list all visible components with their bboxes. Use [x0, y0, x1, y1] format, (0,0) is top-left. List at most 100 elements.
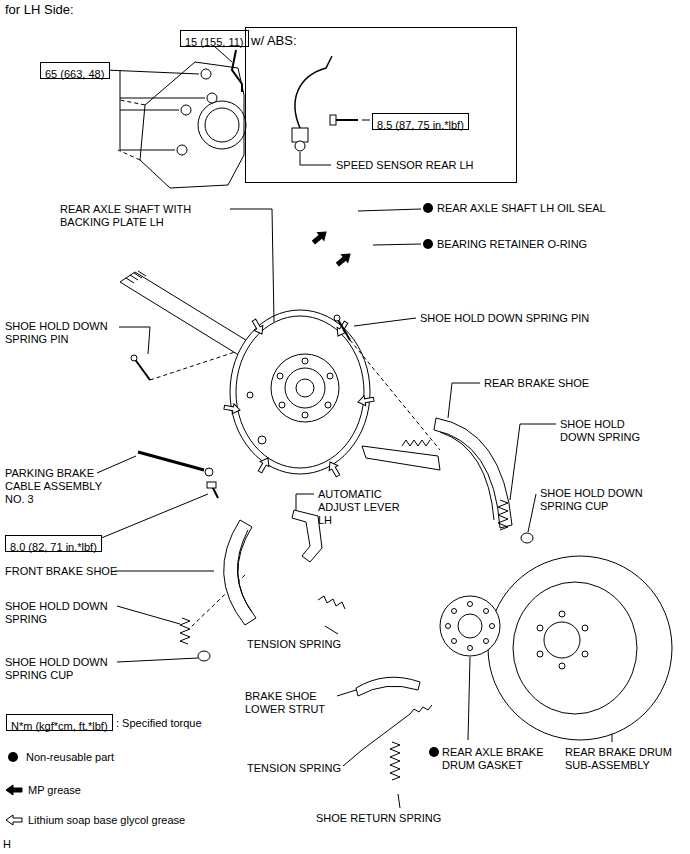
axle-housing [118, 50, 246, 188]
grease-arrow [311, 228, 330, 246]
drum-gasket [490, 624, 495, 629]
speed-sensor [330, 115, 336, 125]
brake-drum [513, 582, 637, 714]
backing-plate [327, 373, 333, 379]
leader-line [528, 494, 536, 532]
axle-housing [201, 69, 211, 79]
front-brake-shoe [224, 520, 256, 625]
axle-housing [198, 101, 246, 149]
hold-down-spring [498, 500, 508, 530]
drum-gasket [440, 596, 500, 656]
backing-plate [236, 316, 364, 468]
lower-strut [356, 677, 420, 696]
parking-cable [205, 468, 213, 476]
backing-plate [271, 354, 339, 422]
axle-housing [207, 93, 217, 103]
backing-plate [296, 379, 314, 397]
backing-plate [258, 436, 266, 444]
torque-box: N*m (kgf*cm, ft.*lbf) [6, 714, 113, 731]
torque-value: 65 (663, 48) [45, 68, 104, 81]
legend-text: MP grease [28, 784, 81, 797]
speed-sensor [292, 56, 370, 165]
hold-down-pin [334, 315, 340, 321]
backing-plate [277, 373, 283, 379]
part-name: SHOE HOLD DOWN SPRING CUP [540, 487, 652, 513]
drum-gasket [458, 614, 482, 638]
rear-brake-shoe [402, 440, 430, 446]
leader-line [337, 690, 356, 696]
parking-cable [207, 482, 216, 488]
torque-box: 65 (663, 48) [40, 62, 110, 79]
brake-drum [582, 625, 588, 631]
axle-housing [181, 105, 191, 115]
lower-strut [356, 677, 432, 780]
part-name: SHOE RETURN SPRING [316, 812, 441, 825]
grease-arrow [223, 228, 374, 478]
hold-down-pin [134, 358, 150, 380]
part-name: REAR BRAKE DRUM SUB-ASSEMBLY [565, 746, 680, 772]
part-name: PARKING BRAKE CABLE ASSEMBLY NO. 3 [5, 467, 117, 506]
grease-arrow [326, 460, 343, 479]
front-brake-shoe [318, 596, 345, 609]
grease-arrow [357, 394, 374, 407]
hold-down-spring [521, 533, 533, 543]
leader-line [105, 46, 232, 150]
part-name: FRONT BRAKE SHOE [5, 565, 117, 578]
brake-drum [488, 556, 672, 740]
leader-line [94, 494, 208, 541]
part-name: SHOE HOLD DOWN SPRING [5, 600, 117, 626]
backing-plate [302, 412, 308, 418]
hold-down-pin [131, 355, 137, 361]
lower-strut [390, 742, 400, 780]
leader-line [325, 626, 338, 634]
backing-plate [279, 402, 285, 408]
leader-line [117, 606, 180, 624]
part-name: TENSION SPRING [247, 638, 341, 651]
part-name: REAR AXLE SHAFT WITH BACKING PLATE LH [60, 203, 225, 229]
hold-down-spring [180, 618, 190, 644]
figure-code: H [3, 838, 11, 851]
legend-text: Non-reusable part [26, 751, 114, 764]
front-brake-shoe [237, 530, 252, 612]
part-name: SPEED SENSOR REAR LH [336, 159, 474, 172]
leader-line [354, 318, 416, 326]
brake-drum [559, 663, 565, 669]
hold-down-pin [150, 340, 440, 450]
axle-housing [177, 145, 187, 155]
grease-arrow [256, 456, 273, 475]
non-reusable-dot [423, 239, 433, 249]
torque-box: 8.5 (87, 75 in.*lbf) [372, 113, 469, 130]
brake-drum [544, 622, 580, 658]
torque-value: N*m (kgf*cm, ft.*lbf) [11, 720, 108, 733]
non-reusable-dot [423, 203, 439, 757]
torque-box: 8.0 (82, 71 in.*lbf) [5, 535, 102, 552]
part-name: SHOE HOLD DOWN SPRING [560, 418, 652, 444]
speed-sensor [295, 56, 332, 128]
part-name: REAR BRAKE SHOE [484, 377, 589, 390]
brake-drum [559, 611, 565, 617]
leader-line [398, 794, 400, 808]
leader-line [468, 657, 470, 740]
drum-gasket [484, 639, 489, 644]
torque-value: 8.5 (87, 75 in.*lbf) [377, 119, 464, 132]
part-name: SHOE HOLD DOWN SPRING PIN [5, 320, 117, 346]
part-name: AUTOMATIC ADJUST LEVER LH [318, 488, 413, 527]
lower-strut [362, 705, 432, 750]
axle-housing [118, 100, 145, 160]
rear-brake-shoe [440, 432, 494, 520]
brake-drum [582, 651, 588, 657]
backing-plate [325, 402, 331, 408]
speed-sensor [300, 152, 331, 165]
brake-drum [537, 651, 543, 657]
hold-down-spring [198, 651, 210, 661]
hold-down-pin [337, 318, 350, 340]
rear-brake-shoe [434, 418, 512, 528]
axle-housing [232, 50, 242, 92]
leader-line [119, 327, 150, 354]
part-name: REAR AXLE BRAKE DRUM GASKET [442, 746, 557, 772]
adjust-lever [292, 510, 322, 562]
legend-symbol [6, 785, 22, 795]
non-reusable-dot [429, 747, 439, 757]
leader-line [296, 494, 314, 510]
